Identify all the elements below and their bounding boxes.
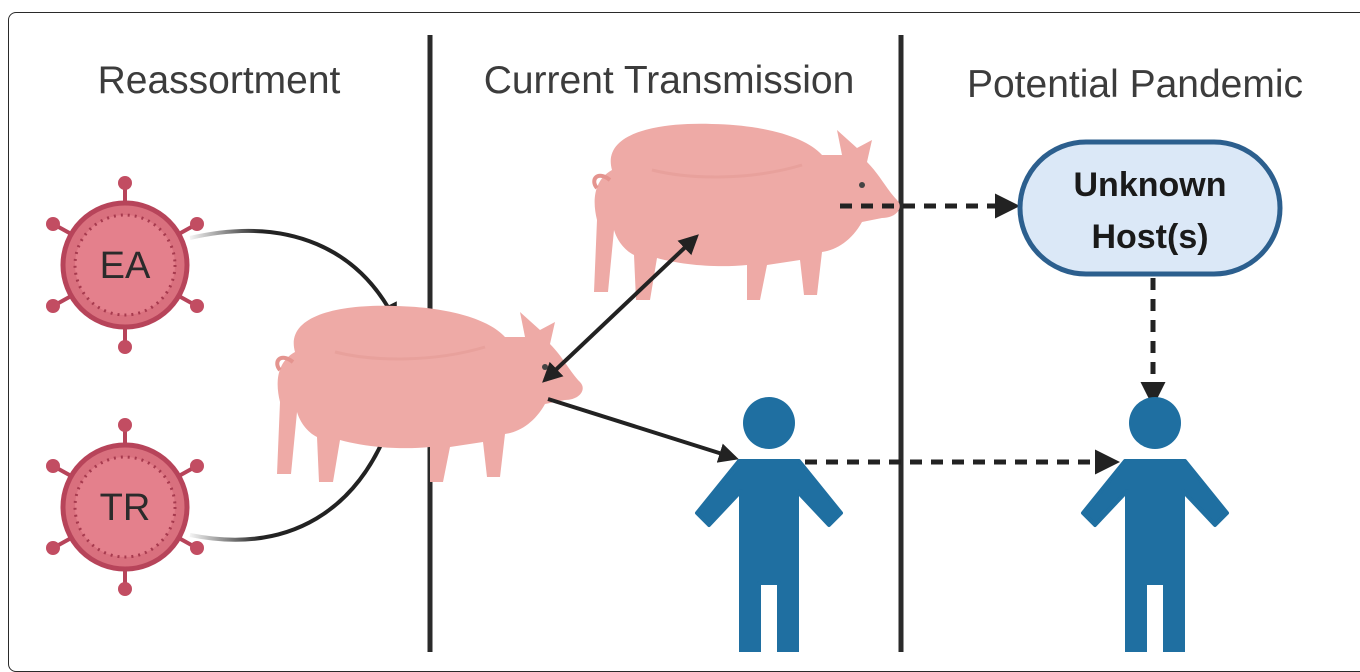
unknown-host-line1: Unknown [1074,166,1227,204]
virus-ea-icon: EA [46,176,204,354]
diagram-canvas: Reassortment Current Transmission Potent… [0,35,1303,652]
unknown-host-line2: Host(s) [1091,218,1208,256]
virus-ea-label: EA [100,245,151,287]
unknown-host-box: Unknown Host(s) [1017,139,1283,277]
pig-transmission-icon [592,121,902,302]
virus-tr-icon: TR [46,418,204,596]
heading-potential-pandemic: Potential Pandemic [967,63,1303,106]
arrow-ea-to-pig [189,229,397,324]
virus-tr-label: TR [100,487,151,529]
heading-reassortment: Reassortment [98,59,341,102]
arrow-tr-to-pig [189,414,397,542]
heading-current-transmission: Current Transmission [484,59,855,102]
arrow-pig-to-pig [542,234,699,383]
arrow-pig-to-human [547,397,739,463]
human-pandemic-icon [1081,395,1229,652]
human-transmission-icon [695,395,843,652]
